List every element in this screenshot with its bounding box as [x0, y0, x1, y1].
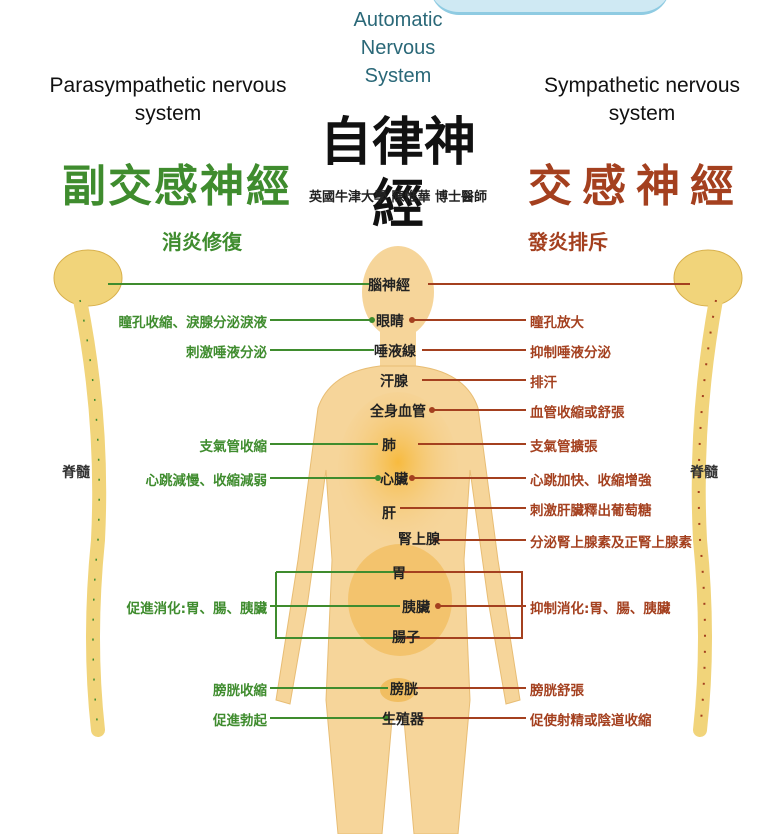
author-line: 英國牛津大學 陳惟華 博士醫師	[300, 186, 496, 205]
organ-cranial-nerve: 腦神經	[368, 275, 410, 295]
organ-genitals: 生殖器	[382, 709, 424, 729]
organ-lung: 肺	[382, 435, 396, 455]
sym-effect-genital: 促使射精或陰道收縮	[530, 709, 652, 729]
organ-adrenal: 腎上腺	[398, 529, 440, 549]
sympathetic-title: 交感神經	[528, 150, 744, 214]
sym-effect-sweat: 排汗	[530, 371, 557, 391]
left-spine	[54, 250, 122, 730]
organ-blood-vessels: 全身血管	[370, 401, 426, 421]
main-title: 自律神經	[300, 112, 496, 236]
organ-sweat-gland: 汗腺	[380, 371, 408, 391]
sym-effect-vessels: 血管收縮或舒張	[530, 401, 625, 421]
organ-intestine: 腸子	[392, 627, 420, 647]
para-effect-lung: 支氣管收縮	[200, 435, 268, 455]
sym-effect-eye: 瞳孔放大	[530, 311, 584, 331]
organ-eye: 眼睛	[376, 311, 404, 331]
right-spine	[674, 250, 742, 730]
para-effect-genital: 促進勃起	[213, 709, 267, 729]
organ-salivary: 唾液線	[374, 341, 416, 361]
sym-effect-lung: 支氣管擴張	[530, 435, 598, 455]
para-effect-heart: 心跳減慢、收縮減弱	[146, 469, 268, 489]
organ-liver: 肝	[382, 503, 396, 523]
sym-effect-bladder: 膀胱舒張	[530, 679, 584, 699]
organ-stomach: 胃	[392, 563, 406, 583]
parasympathetic-subtitle: 消炎修復	[162, 226, 242, 255]
para-effect-digestion: 促進消化:胃、腸、胰臟	[127, 597, 267, 617]
sym-effect-liver: 刺激肝臟釋出葡萄糖	[530, 499, 652, 519]
left-spine-label: 脊髓	[62, 462, 90, 482]
organ-bladder: 膀胱	[390, 679, 418, 699]
para-effect-eye: 瞳孔收縮、淚腺分泌淚液	[119, 311, 268, 331]
sym-effect-heart: 心跳加快、收縮增強	[530, 469, 652, 489]
sym-effect-saliva: 抑制唾液分泌	[530, 341, 611, 361]
parasympathetic-title: 副交感神經	[62, 150, 292, 214]
sym-effect-adrenal: 分泌腎上腺素及正腎上腺素	[530, 531, 692, 551]
organ-heart: 心臟	[380, 469, 408, 489]
sympathetic-subtitle: 發炎排斥	[528, 226, 608, 255]
para-effect-saliva: 刺激唾液分泌	[186, 341, 267, 361]
para-effect-bladder: 膀胱收縮	[213, 679, 267, 699]
sym-effect-digestion: 抑制消化:胃、腸、胰臟	[530, 597, 670, 617]
right-spine-label: 脊髓	[690, 462, 718, 482]
organ-pancreas: 胰臟	[402, 597, 430, 617]
